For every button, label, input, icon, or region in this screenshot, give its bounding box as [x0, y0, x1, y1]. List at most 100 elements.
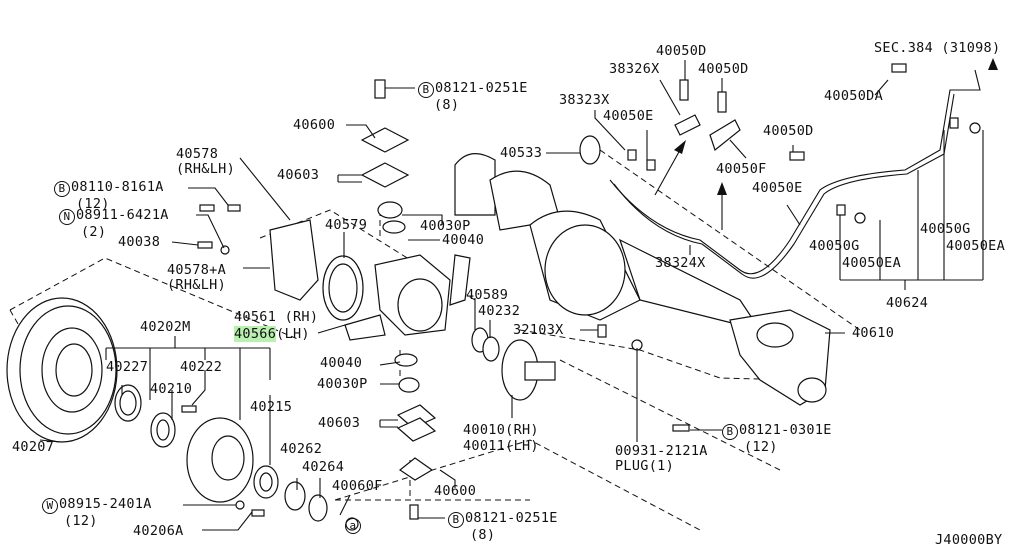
callout-40050D-a[interactable]: 40050D [656, 44, 707, 59]
callout-40561[interactable]: 40561 (RH) [234, 310, 318, 325]
part-number: 40222 [180, 359, 223, 375]
part-note: (LH) [276, 326, 310, 342]
part-number-highlighted: 40566 [234, 326, 277, 342]
part-number: 40050D [698, 61, 749, 77]
callout-40050G-b[interactable]: 40050G [920, 222, 971, 237]
part-number: 40206A [133, 523, 184, 539]
callout-40040-mid[interactable]: 40040 [320, 356, 362, 371]
bolt-type-b-icon: B [418, 82, 434, 98]
callout-40603-top[interactable]: 40603 [277, 168, 319, 183]
callout-40624[interactable]: 40624 [886, 296, 928, 311]
callout-40589[interactable]: 40589 [466, 288, 508, 303]
callout-40202M[interactable]: 40202M [140, 320, 191, 335]
callout-40030P-mid[interactable]: 40030P [317, 377, 368, 392]
nut-type-n-icon: N [59, 209, 75, 225]
callout-40050D-b[interactable]: 40050D [698, 62, 749, 77]
part-number: 40610 [852, 325, 895, 341]
part-number: 40030P [317, 376, 368, 392]
callout-40600-top[interactable]: 40600 [293, 118, 335, 133]
callout-32103X[interactable]: 32103X [513, 323, 564, 338]
part-number: 40227 [106, 359, 149, 375]
callout-40215[interactable]: 40215 [250, 400, 292, 415]
part-number: 40030P [420, 218, 471, 234]
part-number: 40040 [442, 232, 485, 248]
diagram-code-text: J40000BY [935, 532, 1003, 548]
callout-40227[interactable]: 40227 [106, 360, 148, 375]
part-number: 40050G [809, 238, 860, 254]
callout-38323X[interactable]: 38323X [559, 93, 610, 108]
part-number: 08121-0301E [739, 422, 832, 438]
bolt-type-b-icon: B [448, 512, 464, 528]
callout-38324X[interactable]: 38324X [655, 256, 706, 271]
part-number: 40603 [318, 415, 361, 431]
part-number: 40050EA [842, 255, 901, 271]
callout-40010[interactable]: 40010(RH) [463, 423, 539, 438]
part-note: (RH&LH) [176, 161, 235, 177]
part-number: 40603 [277, 167, 320, 183]
part-number: 40050G [920, 221, 971, 237]
callout-40610[interactable]: 40610 [852, 326, 894, 341]
part-number: 40264 [302, 459, 345, 475]
part-note: (RH&LH) [167, 277, 226, 293]
callout-40040-top[interactable]: 40040 [442, 233, 484, 248]
callout-40050DA[interactable]: 40050DA [824, 89, 883, 104]
callout-40207[interactable]: 40207 [12, 440, 54, 455]
part-number: 40210 [150, 381, 193, 397]
callout-40222[interactable]: 40222 [180, 360, 222, 375]
part-number: 38326X [609, 61, 660, 77]
part-quantity: (8) [470, 527, 496, 543]
axle-housing-drawing [454, 135, 831, 406]
part-number: 08911-6421A [76, 207, 169, 223]
part-number: 08121-0251E [465, 510, 558, 526]
breather-hose-drawing [609, 69, 981, 279]
callout-40050EA-b[interactable]: 40050EA [946, 239, 1005, 254]
part-number: 40589 [466, 287, 509, 303]
callout-40050E-top[interactable]: 40050E [603, 109, 654, 124]
callout-40030P-top[interactable]: 40030P [420, 219, 471, 234]
callout-40578A[interactable]: 40578+A(RH&LH) [167, 263, 226, 293]
callout-40578[interactable]: 40578(RH&LH) [176, 147, 235, 177]
callout-40566[interactable]: 40566(LH) [234, 326, 310, 342]
brake-rotor-drawing [6, 297, 118, 443]
part-number: 40060F [332, 478, 383, 494]
part-number: 40533 [500, 145, 543, 161]
part-number: 40050EA [946, 238, 1005, 254]
callout-40060F[interactable]: 40060F [332, 479, 383, 494]
callout-40050F[interactable]: 40050F [716, 162, 767, 177]
callout-40262[interactable]: 40262 [280, 442, 322, 457]
part-number: 40050E [603, 108, 654, 124]
part-number: 40050E [752, 180, 803, 196]
callout-sec-384[interactable]: SEC.384 (31098) [874, 41, 1000, 56]
callout-40603-mid[interactable]: 40603 [318, 416, 360, 431]
callout-40050EA-a[interactable]: 40050EA [842, 256, 901, 271]
callout-40050G-a[interactable]: 40050G [809, 239, 860, 254]
part-number: 40215 [250, 399, 293, 415]
part-note: (LH) [505, 438, 539, 454]
part-number: 40624 [886, 295, 929, 311]
callout-40038[interactable]: 40038 [118, 235, 160, 250]
part-quantity: (12) [744, 439, 778, 455]
callout-40050D-c[interactable]: 40050D [763, 124, 814, 139]
callout-40232[interactable]: 40232 [478, 304, 520, 319]
kingpin-parts-drawing [360, 79, 437, 520]
callout-40210[interactable]: 40210 [150, 382, 192, 397]
callout-40533[interactable]: 40533 [500, 146, 542, 161]
callout-40579[interactable]: 40579 [325, 218, 367, 233]
callout-40206A[interactable]: 40206A [133, 524, 184, 539]
part-number: 40262 [280, 441, 323, 457]
callout-40264[interactable]: 40264 [302, 460, 344, 475]
part-number: 08915-2401A [59, 496, 152, 512]
spindle-drawing [471, 327, 556, 401]
callout-40600-bottom[interactable]: 40600 [434, 484, 476, 499]
callout-38326X[interactable]: 38326X [609, 62, 660, 77]
callout-40011[interactable]: 40011(LH) [463, 439, 539, 454]
callout-40050E-right[interactable]: 40050E [752, 181, 803, 196]
part-number: 40600 [293, 117, 336, 133]
